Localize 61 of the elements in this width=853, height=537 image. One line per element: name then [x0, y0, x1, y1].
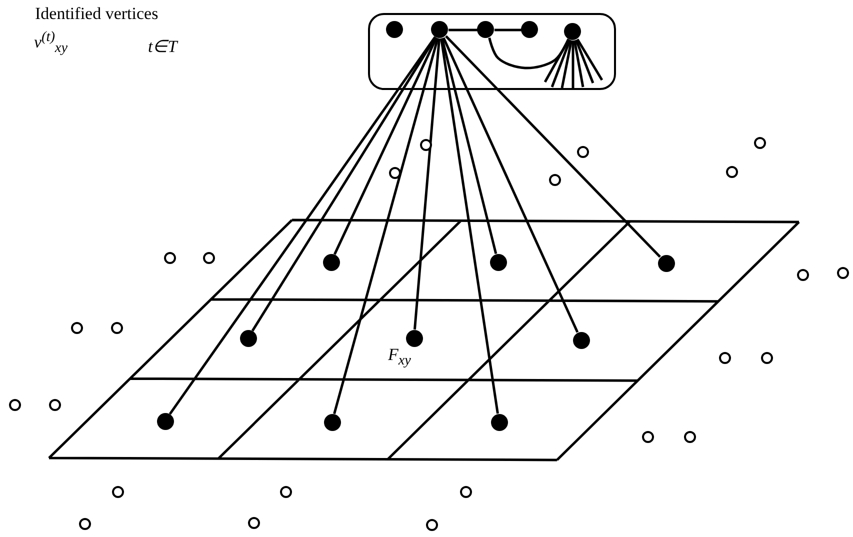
open-vertex: [112, 486, 124, 498]
edge-line: [448, 28, 478, 32]
open-vertex: [797, 269, 809, 281]
heading-label: Identified vertices: [35, 5, 158, 22]
edge-line: [251, 36, 437, 332]
edge-line: [333, 37, 438, 255]
edge-line: [333, 38, 439, 414]
edge-line: [445, 35, 661, 258]
edge-line: [440, 38, 499, 414]
filled-vertex: [156, 412, 174, 430]
edge-line: [440, 38, 498, 254]
open-vertex: [49, 399, 61, 411]
edge-line: [572, 40, 574, 89]
filled-vertex: [477, 21, 494, 38]
filled-vertex: [658, 254, 674, 272]
filled-vertex: [240, 330, 256, 346]
open-vertex: [164, 252, 176, 264]
filled-vertex: [406, 330, 422, 346]
open-vertex: [577, 146, 589, 158]
open-vertex: [111, 322, 123, 334]
open-vertex: [726, 166, 738, 178]
edge-line: [442, 37, 579, 333]
open-vertex: [642, 431, 654, 443]
open-vertex: [754, 137, 766, 149]
open-vertex: [549, 174, 561, 186]
filled-vertex: [490, 254, 506, 270]
open-vertex: [460, 486, 472, 498]
edge-line: [576, 38, 604, 81]
math-label: t∈T: [148, 38, 178, 55]
filled-vertex: [564, 23, 581, 40]
filled-vertex: [431, 21, 448, 38]
open-vertex: [9, 399, 21, 411]
edge-line: [573, 40, 584, 88]
open-vertex: [389, 167, 401, 179]
math-label: F$_{xy}$: [388, 346, 411, 368]
open-vertex: [837, 267, 849, 279]
filled-vertex: [324, 414, 340, 430]
open-vertex: [71, 322, 83, 334]
filled-vertex: [521, 21, 538, 38]
filled-vertex: [490, 414, 508, 430]
open-vertex: [79, 518, 91, 530]
filled-vertex: [572, 332, 590, 348]
edge-line: [494, 28, 522, 32]
filled-vertex: [322, 254, 340, 270]
open-vertex: [761, 352, 773, 364]
edge-line: [413, 38, 441, 330]
edge-line: [168, 36, 436, 415]
open-vertex: [719, 352, 731, 364]
edge-line: [544, 38, 570, 83]
open-vertex: [248, 517, 260, 529]
open-vertex: [280, 486, 292, 498]
open-vertex: [426, 519, 438, 531]
edge-line: [574, 39, 594, 84]
open-vertex: [203, 252, 215, 264]
edge-line: [550, 40, 572, 88]
curved-edge: [488, 38, 570, 70]
vertex-group-box: [368, 12, 616, 90]
edge-line: [560, 40, 573, 88]
open-vertex: [684, 431, 696, 443]
filled-vertex: [386, 21, 403, 38]
open-vertex: [420, 139, 432, 151]
